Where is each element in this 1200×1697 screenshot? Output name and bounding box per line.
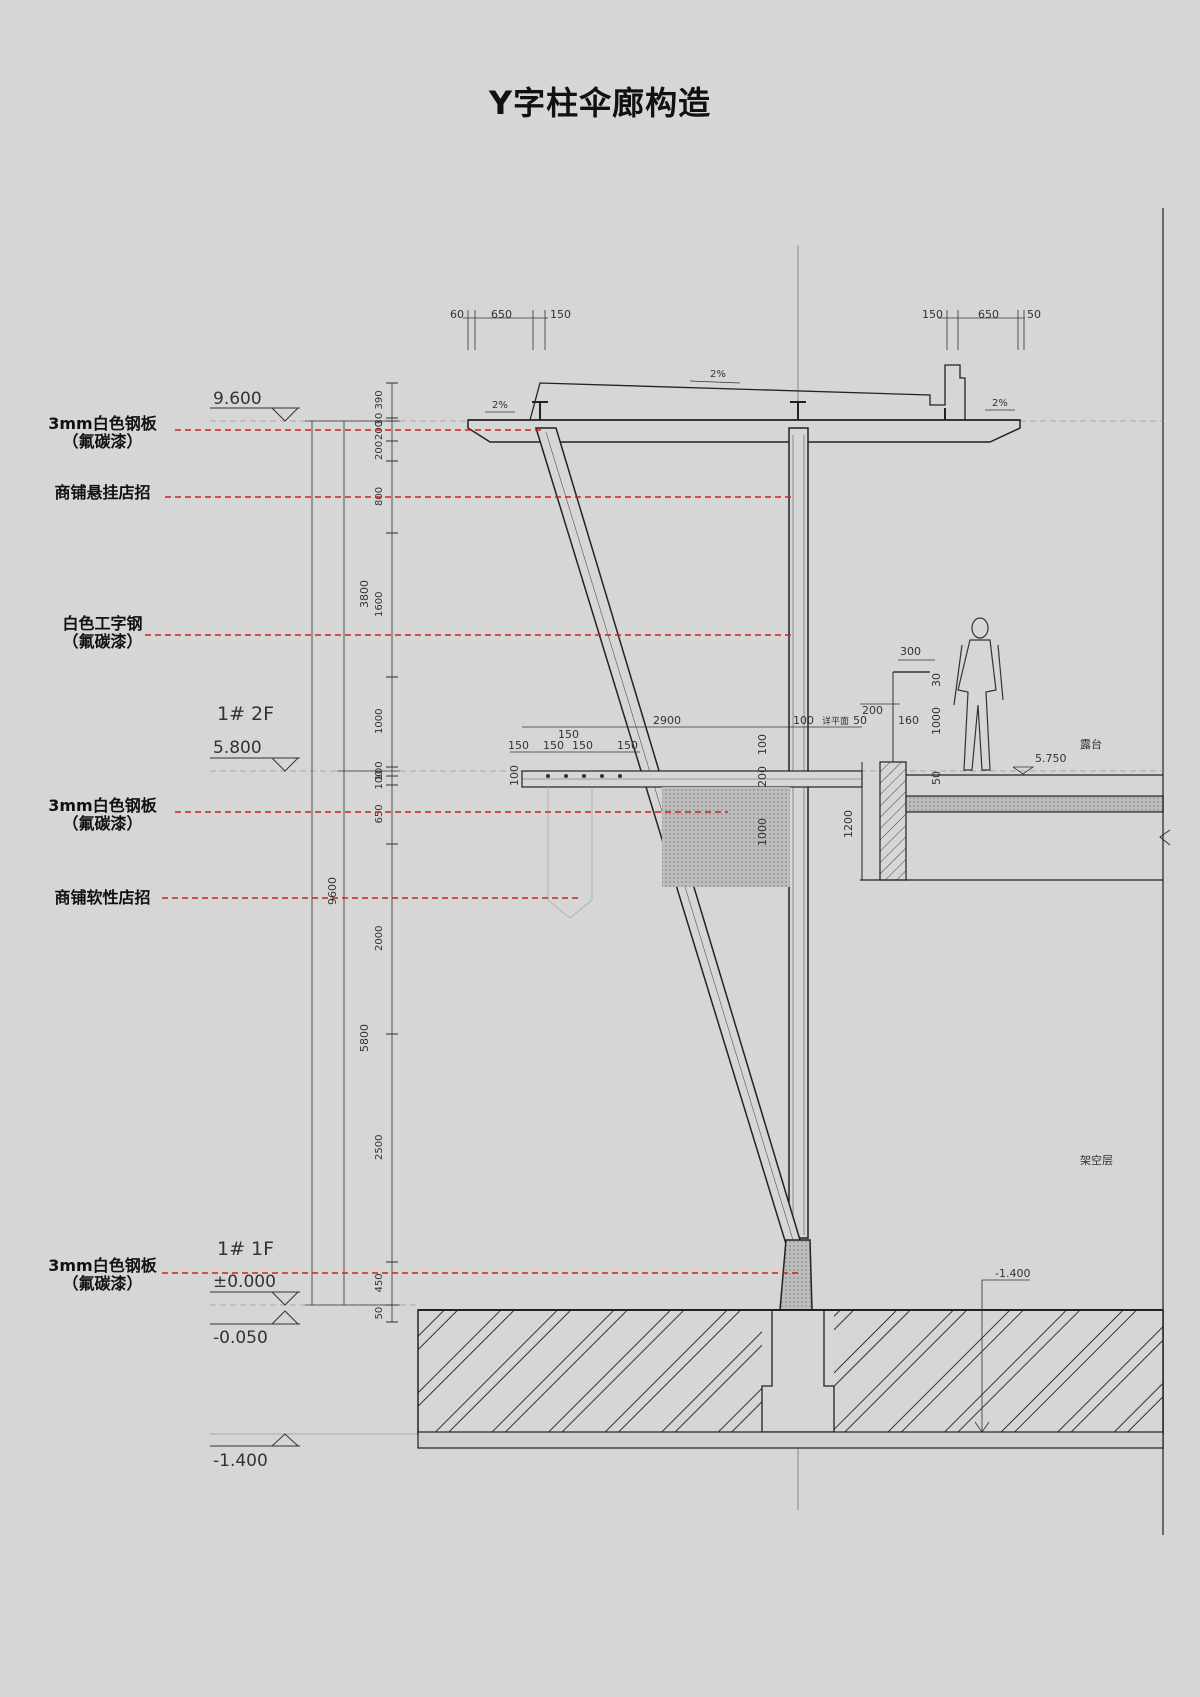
dim-overall: 9600 bbox=[326, 877, 339, 905]
dim-text: 150 bbox=[508, 739, 529, 752]
callout-steel-plate-roof: 3mm白色钢板 （氟碳漆） bbox=[30, 415, 175, 451]
dim-text: 100 bbox=[793, 714, 814, 727]
dim-text: 1200 bbox=[842, 810, 855, 838]
dim-text: 30 bbox=[930, 673, 943, 687]
callout-subtext: （氟碳漆） bbox=[62, 632, 143, 651]
sign-outline bbox=[547, 787, 593, 919]
roof-canopy: 2% 2% 2% bbox=[467, 364, 1021, 443]
dim-text: 50 bbox=[930, 771, 943, 785]
dim-text: 150 bbox=[558, 728, 579, 741]
chain-dim-label: 1600 bbox=[374, 592, 385, 617]
level-marker bbox=[1012, 766, 1035, 775]
chain-dim-label: 2500 bbox=[374, 1135, 385, 1160]
terrace-label: 露台 bbox=[1080, 737, 1102, 751]
dim-text: 150 bbox=[922, 308, 943, 321]
dim-text: 100 bbox=[756, 734, 769, 755]
chain-dim-label: 100 bbox=[374, 761, 385, 780]
chain-dimensions: 3903020020080016001000100100650200025004… bbox=[374, 382, 398, 1323]
dim-text: 150 bbox=[572, 739, 593, 752]
callout-text: 3mm白色钢板 bbox=[48, 1256, 157, 1275]
callout-steel-plate-mid: 3mm白色钢板 （氟碳漆） bbox=[30, 797, 175, 833]
dim-text: 650 bbox=[978, 308, 999, 321]
chain-dim-label: 30 bbox=[374, 413, 385, 426]
callout-leaders bbox=[145, 429, 800, 1274]
level-ground: ±0.000 bbox=[213, 1272, 276, 1292]
callout-subtext: （氟碳漆） bbox=[62, 1274, 143, 1293]
dim-text: 200 bbox=[756, 766, 769, 787]
callout-hanging-sign: 商铺悬挂店招 bbox=[30, 484, 175, 502]
dim-text: 150 bbox=[550, 308, 571, 321]
dim-text: 300 bbox=[900, 645, 921, 658]
dim-text: 200 bbox=[862, 704, 883, 717]
terrace-slab bbox=[860, 671, 1171, 881]
dim-text: 650 bbox=[491, 308, 512, 321]
chain-dim-label: 200 bbox=[374, 441, 385, 460]
level-minus-14: -1.400 bbox=[213, 1451, 268, 1471]
dim-text: 150 bbox=[617, 739, 638, 752]
dim-lower: 5800 bbox=[358, 1024, 371, 1052]
drawing-title: Y字柱伞廊构造 bbox=[488, 84, 712, 122]
dim-text: 100 bbox=[508, 765, 521, 786]
dim-text: 60 bbox=[450, 308, 464, 321]
level-roof: 9.600 bbox=[213, 389, 262, 409]
level-1f-label: 1# 1F bbox=[217, 1238, 274, 1260]
level-minus-005: -0.050 bbox=[213, 1328, 268, 1348]
slope-label: 2% bbox=[710, 369, 726, 380]
dim-text: 2900 bbox=[653, 714, 681, 727]
detail-ref-label: 详平面 bbox=[822, 715, 849, 727]
foundation-soil bbox=[417, 1309, 1164, 1449]
mid-beam bbox=[521, 770, 863, 887]
chain-dim-label: 450 bbox=[374, 1273, 385, 1292]
dim-text: 1000 bbox=[756, 818, 769, 846]
left-dimension-lines bbox=[305, 383, 400, 1322]
slope-label: 2% bbox=[492, 400, 508, 411]
dim-upper: 3800 bbox=[358, 580, 371, 608]
callout-text: 3mm白色钢板 bbox=[48, 796, 157, 815]
callout-text: 白色工字钢 bbox=[62, 614, 143, 633]
level-markers bbox=[210, 407, 300, 1447]
foundation-level: -1.400 bbox=[995, 1267, 1030, 1280]
scale-figure bbox=[953, 617, 1004, 771]
callout-text: 商铺软性店招 bbox=[54, 888, 151, 907]
callout-soft-sign: 商铺软性店招 bbox=[30, 889, 175, 907]
dim-text: 1000 bbox=[930, 707, 943, 735]
open-floor-label: 架空层 bbox=[1080, 1153, 1113, 1167]
chain-dim-label: 650 bbox=[374, 804, 385, 823]
level-2f-label: 1# 2F bbox=[217, 703, 274, 725]
top-dimensions bbox=[463, 310, 1025, 350]
chain-dim-label: 50 bbox=[374, 1307, 385, 1320]
terrace-level: 5.750 bbox=[1035, 752, 1067, 765]
dim-text: 150 bbox=[543, 739, 564, 752]
mid-beam-dimensions bbox=[510, 659, 935, 753]
chain-dim-label: 390 bbox=[374, 390, 385, 409]
callout-subtext: （氟碳漆） bbox=[62, 814, 143, 833]
slope-label: 2% bbox=[992, 398, 1008, 409]
callout-text: 3mm白色钢板 bbox=[48, 414, 157, 433]
chain-dim-label: 2000 bbox=[374, 926, 385, 951]
dim-text: 160 bbox=[898, 714, 919, 727]
chain-dim-label: 1000 bbox=[374, 709, 385, 734]
chain-dim-label: 100 bbox=[374, 770, 385, 789]
callout-steel-plate-base: 3mm白色钢板 （氟碳漆） bbox=[30, 1257, 175, 1293]
level-2f: 5.800 bbox=[213, 738, 262, 758]
callout-i-beam: 白色工字钢 （氟碳漆） bbox=[30, 615, 175, 651]
dim-text: 50 bbox=[1027, 308, 1041, 321]
callout-subtext: （氟碳漆） bbox=[62, 432, 143, 451]
vertical-column bbox=[788, 427, 809, 1239]
dim-text: 50 bbox=[853, 714, 867, 727]
callout-text: 商铺悬挂店招 bbox=[54, 483, 151, 502]
